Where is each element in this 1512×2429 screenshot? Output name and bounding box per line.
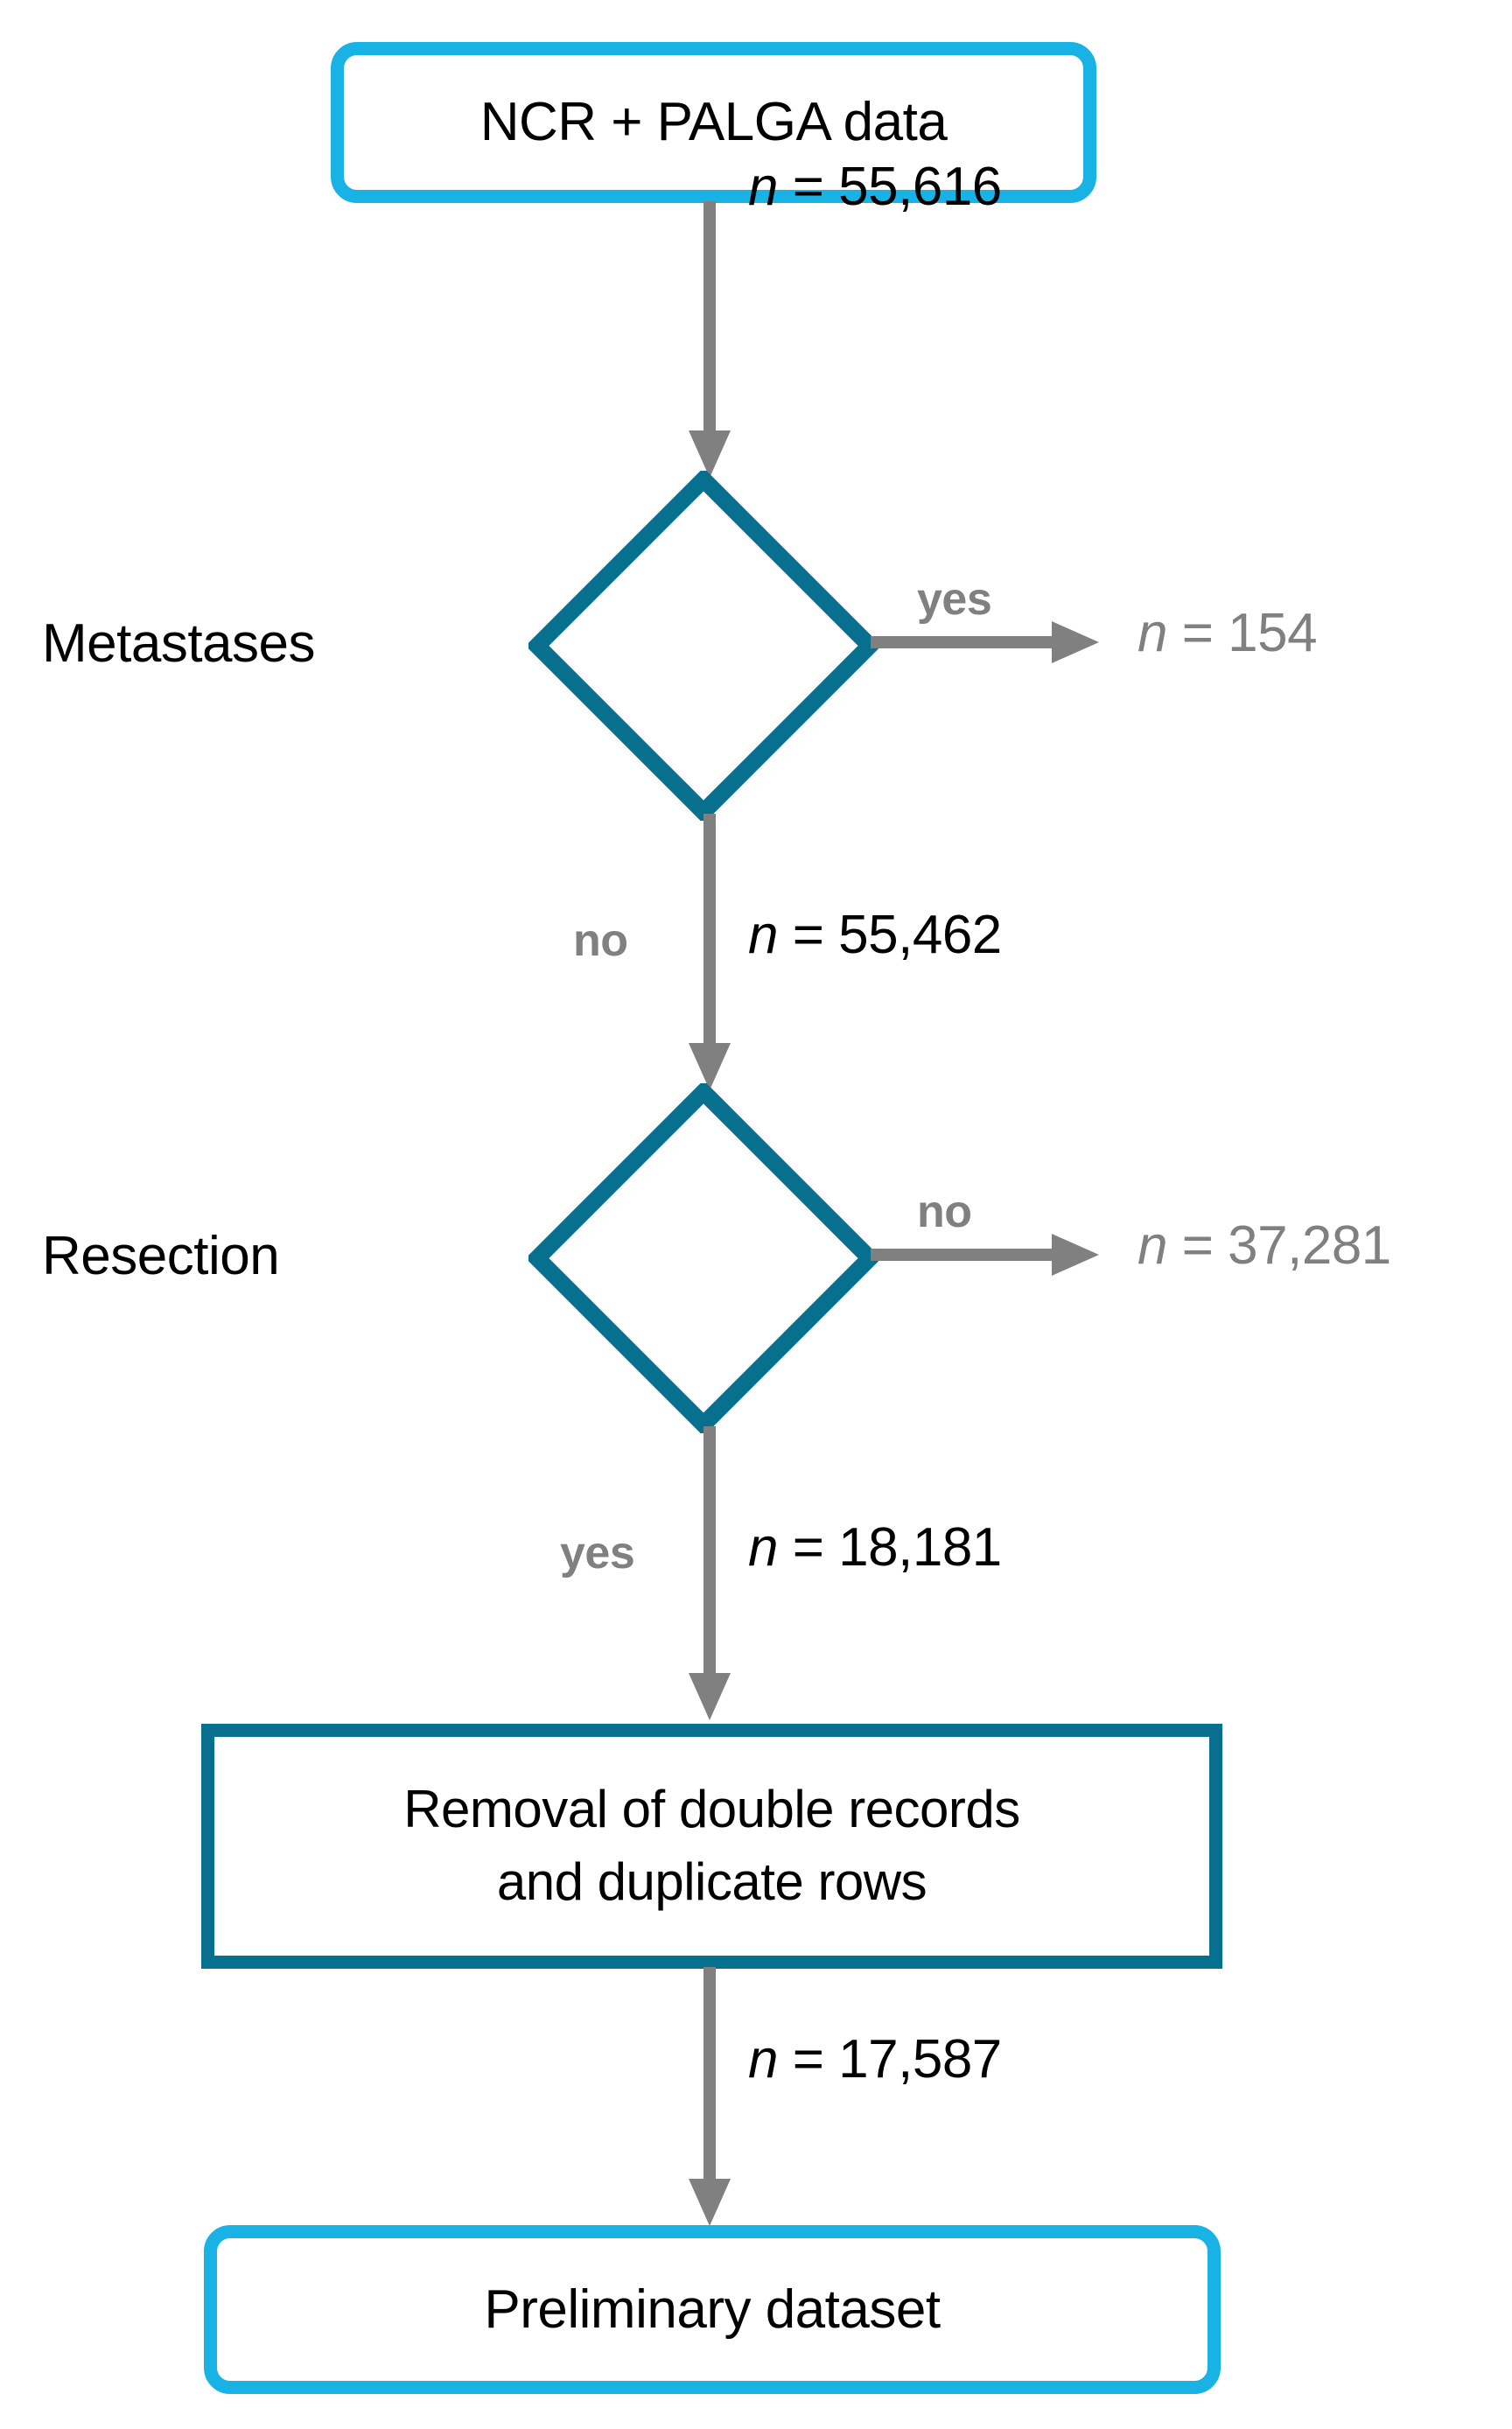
n-symbol: n (748, 1517, 778, 1578)
node-end-preliminary-dataset[interactable]: Preliminary dataset (204, 2225, 1221, 2394)
edge-label-resection-yes: n = 18,181 (748, 1516, 1002, 1578)
n-value: 18,181 (838, 1517, 1002, 1578)
connector-removal-to-end (689, 1967, 731, 2226)
branch-label-resection-yes: yes (560, 1527, 635, 1579)
node-start-ncr-palga-data[interactable]: NCR + PALGA data (331, 42, 1096, 203)
n-equals: = (1166, 603, 1228, 663)
node-decision-resection[interactable] (528, 1083, 878, 1433)
branch-label-metastases-yes: yes (917, 573, 992, 626)
n-value: 17,587 (838, 2029, 1002, 2090)
branch-yes-text: yes (917, 574, 992, 625)
edge-label-resection-no: n = 37,281 (1138, 1214, 1391, 1277)
connector-start-to-metastases (689, 201, 731, 478)
n-equals: = (777, 905, 839, 965)
decision-metastases-label: Metastases (42, 612, 316, 675)
node-start-label: NCR + PALGA data (480, 92, 948, 153)
decision-metastases-text: Metastases (42, 613, 316, 674)
connector-resection-yes (689, 1426, 731, 1720)
edge-label-start-to-metastases: n = 55,616 (748, 156, 1002, 218)
n-symbol: n (748, 2029, 778, 2090)
decision-resection-label: Resection (42, 1225, 280, 1287)
branch-yes-text: yes (560, 1528, 635, 1578)
node-process-removal-line1: Removal of double records (403, 1780, 1020, 1839)
n-value: 154 (1228, 603, 1318, 663)
node-decision-metastases[interactable] (528, 471, 878, 821)
n-symbol: n (748, 157, 778, 217)
connector-resection-no (871, 1234, 1099, 1276)
branch-label-resection-no: no (917, 1186, 972, 1238)
n-equals: = (777, 1517, 839, 1578)
edge-label-metastases-no: n = 55,462 (748, 904, 1002, 966)
n-value: 55,462 (838, 905, 1002, 965)
branch-no-text: no (573, 915, 628, 966)
connector-metastases-no (689, 814, 731, 1090)
branch-label-metastases-no: no (573, 914, 628, 967)
node-end-label: Preliminary dataset (484, 2278, 941, 2340)
n-equals: = (777, 157, 839, 217)
branch-no-text: no (917, 1186, 972, 1237)
edge-label-removal-to-end: n = 17,587 (748, 2028, 1002, 2090)
edge-label-metastases-yes: n = 154 (1138, 602, 1318, 664)
n-equals: = (1166, 1215, 1228, 1276)
node-process-removal-line2: and duplicate rows (496, 1852, 928, 1911)
n-symbol: n (1138, 1215, 1167, 1276)
n-symbol: n (1138, 603, 1167, 663)
connector-metastases-yes (871, 621, 1099, 663)
node-process-removal-label: Removal of double records and duplicate … (403, 1774, 1020, 1919)
n-value: 37,281 (1228, 1215, 1391, 1276)
n-equals: = (777, 2029, 839, 2090)
decision-resection-text: Resection (42, 1226, 280, 1286)
n-value: 55,616 (838, 157, 1002, 217)
node-process-removal[interactable]: Removal of double records and duplicate … (201, 1724, 1222, 1969)
n-symbol: n (748, 905, 778, 965)
